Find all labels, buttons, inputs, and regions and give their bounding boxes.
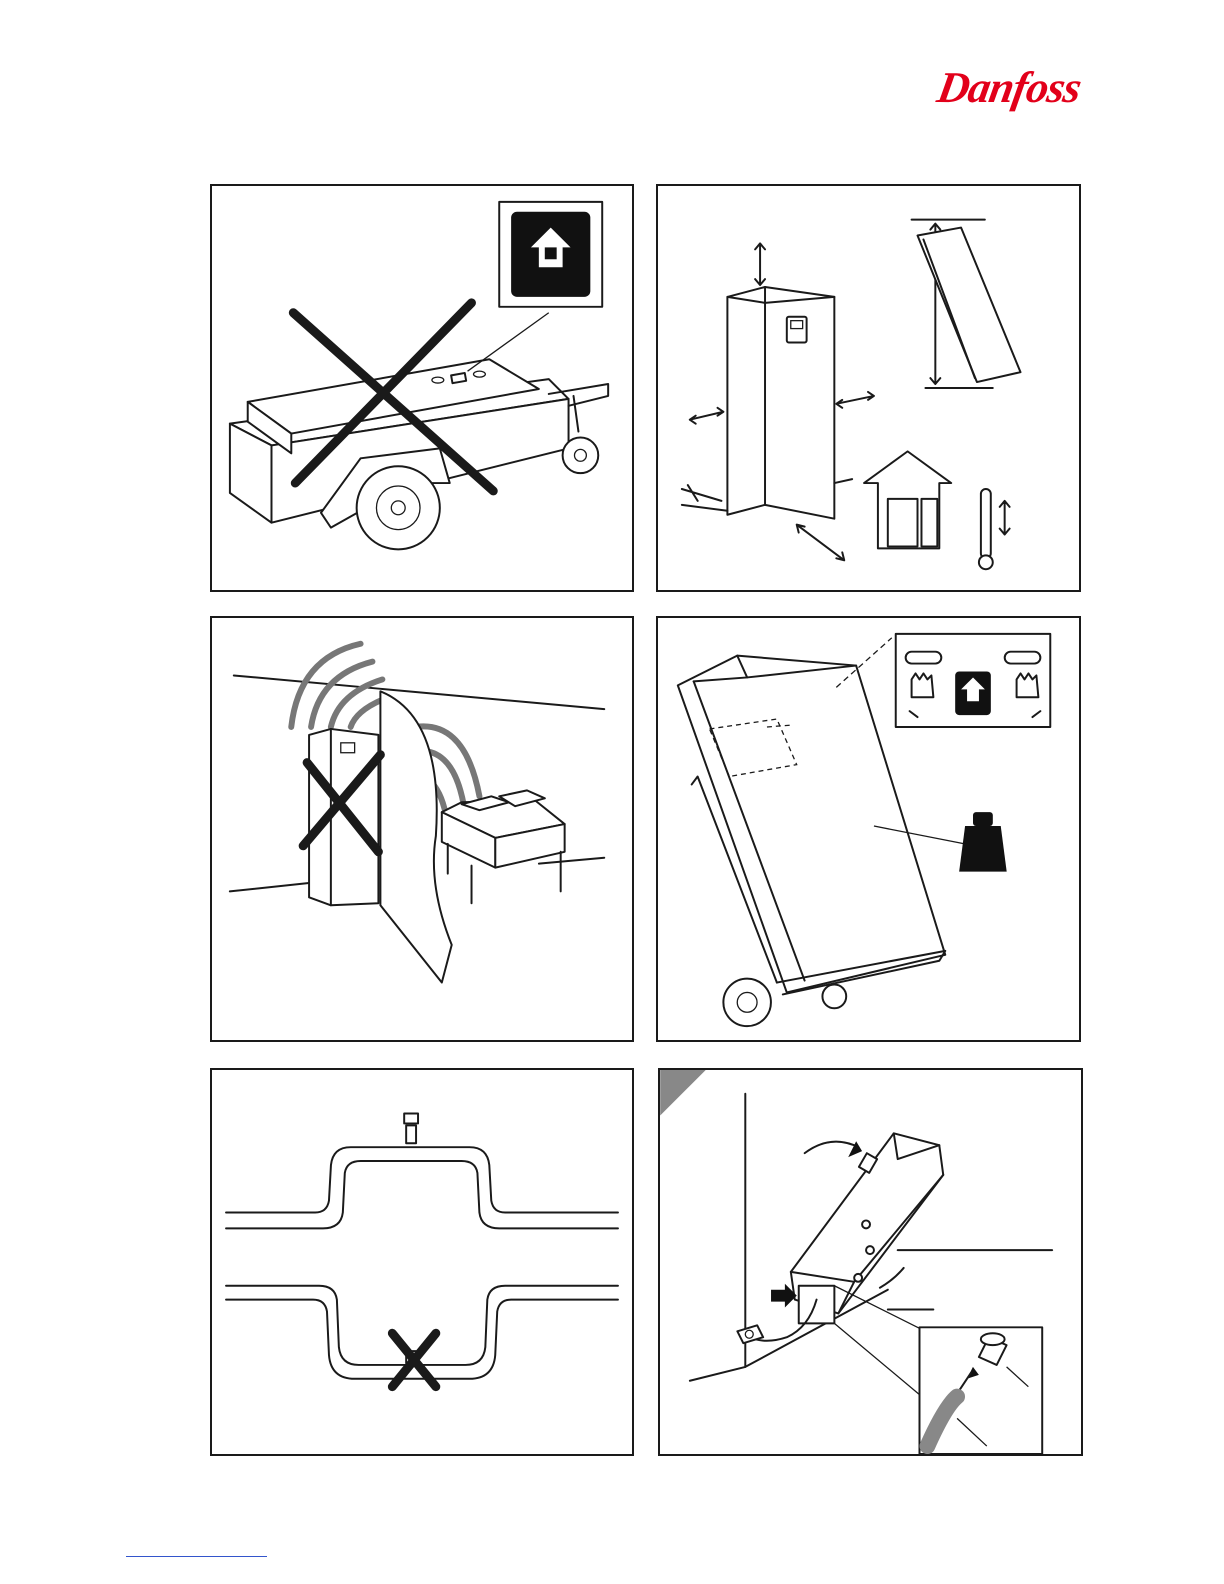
panel-clearances-and-temperature [656,184,1081,592]
logo-wordmark: Danfoss [934,62,1085,113]
tilt-unit-icon [660,1070,1081,1454]
noise-prohibited-icon [212,618,632,1040]
panel-noise-bedroom-warning [210,616,634,1042]
hand-truck-icon [658,618,1079,1040]
panel-hand-truck-transport [656,616,1081,1042]
trailer-horizontal-prohibited-icon [212,186,632,590]
panel-tilt-unit-connect-hose [658,1068,1083,1456]
panel-transport-warning [210,184,634,592]
danfoss-logo: Danfoss [930,48,1110,138]
footer-rule [126,1556,267,1557]
panel-pipe-routing-air-trap [210,1068,634,1456]
unit-clearance-icon [658,186,1079,590]
pipe-loop-icon [212,1070,632,1454]
